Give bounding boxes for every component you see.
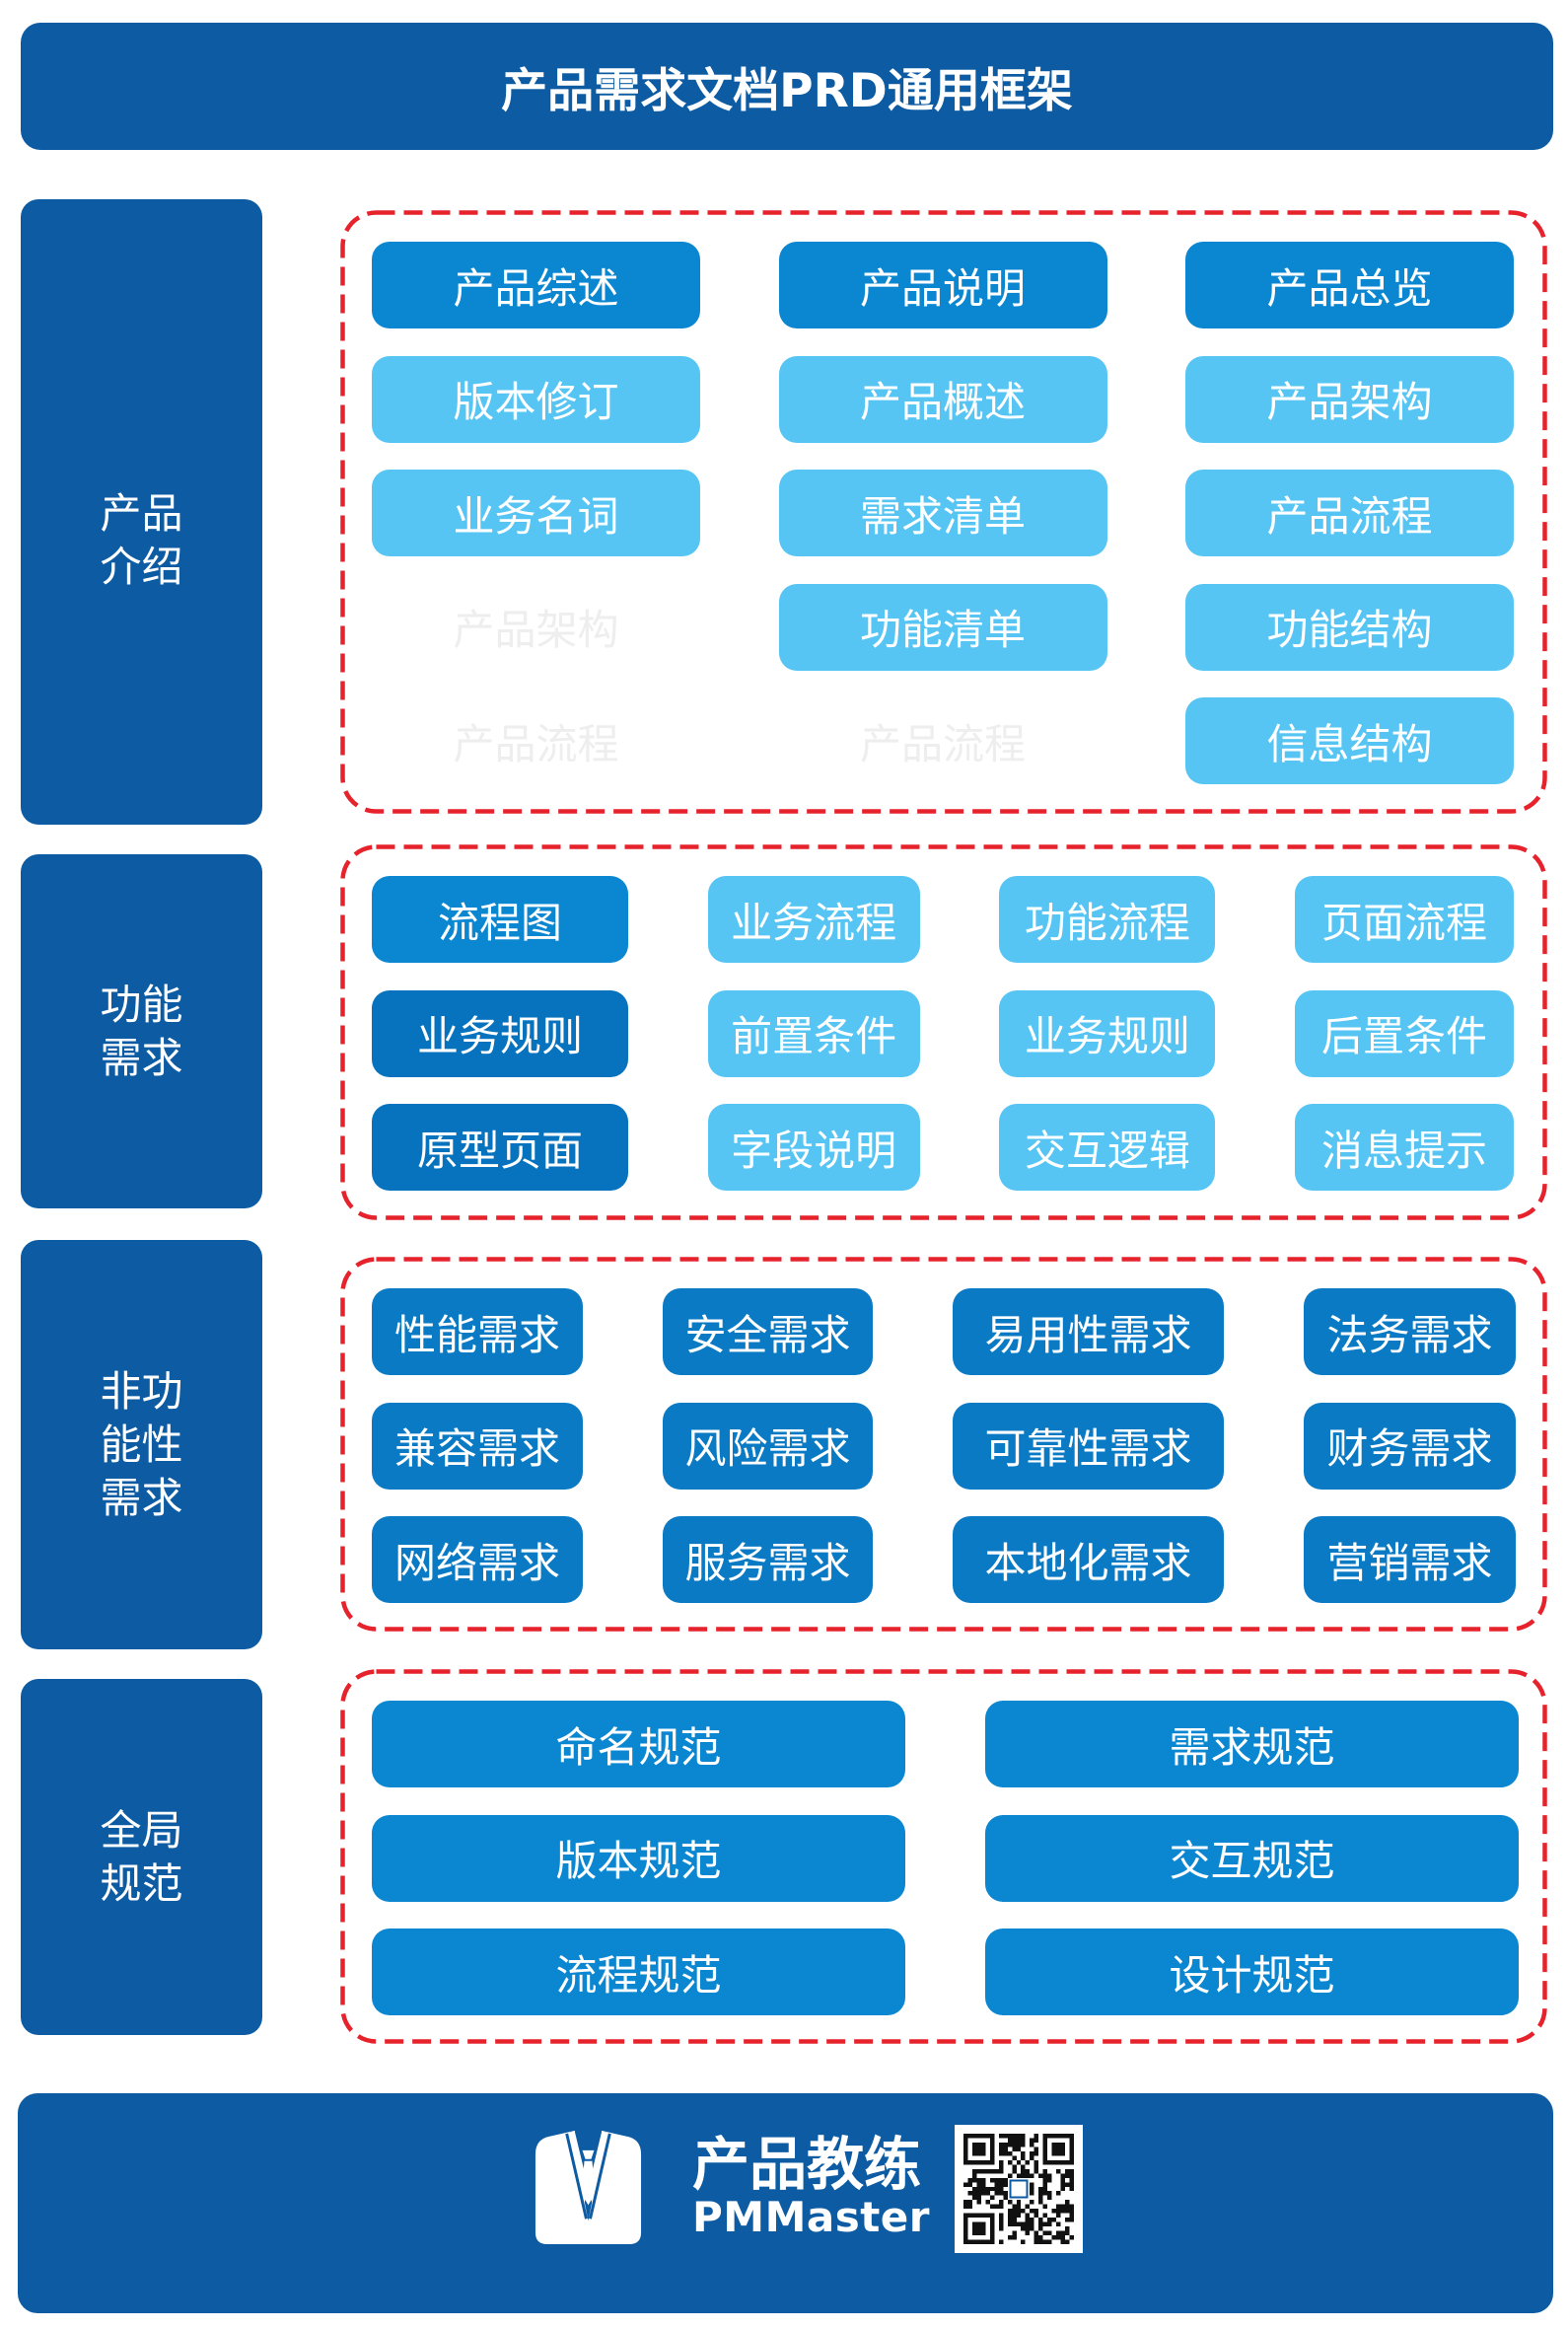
section-label-line: 需求 [100, 1473, 183, 1522]
product-intro-label-box: 产品 介绍 [21, 199, 262, 825]
product-intro-group: 产品综述 产品说明 产品总览 版本修订 产品概述 产品架构 业务名词 需求清单 … [340, 210, 1547, 814]
global-standards-item: 流程规范 [372, 1929, 905, 2015]
global-standards-item: 版本规范 [372, 1814, 905, 1902]
global-standards-item: 设计规范 [985, 1929, 1519, 2015]
functional-requirements-grid: 流程图 业务流程 功能流程 页面流程 业务规则 前置条件 业务规则 后置条件 原… [372, 876, 1515, 1191]
functional-requirements-group: 流程图 业务流程 功能流程 页面流程 业务规则 前置条件 业务规则 后置条件 原… [340, 844, 1547, 1220]
section-label-line: 产品 [100, 489, 183, 538]
non-functional-requirements-item: 服务需求 [663, 1516, 873, 1603]
functional-requirements-item: 流程图 [372, 876, 628, 963]
section-label-line: 需求 [100, 1033, 183, 1082]
non-functional-requirements-item: 财务需求 [1304, 1402, 1516, 1490]
product-intro-item: 产品总览 [1185, 242, 1514, 328]
product-intro-grid: 产品综述 产品说明 产品总览 版本修订 产品概述 产品架构 业务名词 需求清单 … [372, 242, 1514, 784]
product-intro-ghost-item: 产品流程 [859, 719, 1026, 768]
non-functional-requirements-grid: 性能需求 安全需求 易用性需求 法务需求 兼容需求 风险需求 可靠性需求 财务需… [372, 1288, 1516, 1603]
non-functional-requirements-item: 兼容需求 [372, 1402, 583, 1490]
global-standards-grid: 命名规范 需求规范 版本规范 交互规范 流程规范 设计规范 [372, 1701, 1519, 2015]
product-intro-item: 业务名词 [372, 470, 700, 556]
page-title: 产品需求文档PRD通用框架 [501, 64, 1073, 118]
product-intro-item: 信息结构 [1185, 697, 1514, 784]
functional-requirements-item: 消息提示 [1295, 1104, 1515, 1191]
dashed-border [340, 1669, 1547, 2044]
non-functional-requirements-label-box: 非功 能性 需求 [21, 1240, 262, 1649]
footer-banner: 产品教练 PMMaster [18, 2093, 1553, 2313]
qr-code-image [955, 2125, 1083, 2253]
global-standards-item: 需求规范 [985, 1701, 1519, 1787]
title-bar: 产品需求文档PRD通用框架 [21, 23, 1553, 150]
product-intro-item: 功能清单 [778, 583, 1107, 671]
suit-jacket-icon [535, 2130, 642, 2245]
product-intro-item: 产品概述 [778, 355, 1107, 443]
brand-name-en: PMMaster [692, 2193, 930, 2241]
global-standards-item: 命名规范 [372, 1701, 905, 1787]
brand-wordmark: 产品教练 PMMaster [692, 2133, 930, 2239]
section-label-line: 能性 [100, 1419, 183, 1469]
non-functional-requirements-item: 营销需求 [1304, 1516, 1516, 1603]
section-label-line: 非功 [100, 1366, 183, 1416]
non-functional-requirements-item: 可靠性需求 [953, 1402, 1224, 1490]
non-functional-requirements-item: 法务需求 [1304, 1288, 1516, 1375]
functional-requirements-item: 业务规则 [999, 989, 1216, 1077]
non-functional-requirements-group: 性能需求 安全需求 易用性需求 法务需求 兼容需求 风险需求 可靠性需求 财务需… [340, 1257, 1547, 1632]
section-label-line: 功能 [100, 980, 183, 1029]
product-intro-item: 产品架构 [1185, 355, 1514, 443]
functional-requirements-item: 后置条件 [1295, 989, 1515, 1077]
non-functional-requirements-item: 性能需求 [372, 1288, 583, 1375]
global-standards-label-box: 全局 规范 [21, 1679, 262, 2035]
functional-requirements-item: 交互逻辑 [999, 1104, 1216, 1191]
non-functional-requirements-item: 易用性需求 [953, 1288, 1224, 1375]
product-intro-item: 版本修订 [372, 355, 700, 443]
functional-requirements-item: 字段说明 [707, 1104, 920, 1191]
product-intro-ghost-item: 产品架构 [453, 606, 619, 654]
non-functional-requirements-item: 安全需求 [663, 1288, 873, 1375]
product-intro-item: 需求清单 [778, 470, 1107, 556]
non-functional-requirements-item: 网络需求 [372, 1516, 583, 1603]
non-functional-requirements-item: 风险需求 [663, 1402, 873, 1490]
product-intro-ghost-item: 产品流程 [453, 719, 619, 768]
product-intro-item: 产品综述 [372, 242, 700, 328]
dashed-border [340, 1257, 1547, 1632]
dashed-border [340, 210, 1547, 814]
product-intro-item: 产品说明 [778, 242, 1107, 328]
functional-requirements-item: 功能流程 [999, 876, 1216, 963]
section-label-line: 全局 [100, 1805, 183, 1855]
functional-requirements-item: 原型页面 [372, 1104, 628, 1191]
qr-code-icon [955, 2125, 1083, 2253]
section-label-line: 介绍 [100, 543, 183, 591]
functional-requirements-label-box: 功能 需求 [21, 854, 262, 1208]
product-intro-item: 产品流程 [1185, 470, 1514, 556]
functional-requirements-item: 前置条件 [707, 989, 920, 1077]
global-standards-item: 交互规范 [985, 1814, 1519, 1902]
dashed-border [340, 844, 1547, 1220]
functional-requirements-item: 业务流程 [707, 876, 920, 963]
functional-requirements-item: 业务规则 [372, 989, 628, 1077]
global-standards-group: 命名规范 需求规范 版本规范 交互规范 流程规范 设计规范 [340, 1669, 1547, 2044]
non-functional-requirements-item: 本地化需求 [953, 1516, 1224, 1603]
product-intro-item: 功能结构 [1185, 583, 1514, 671]
functional-requirements-item: 页面流程 [1295, 876, 1515, 963]
brand-name-cn: 产品教练 [692, 2131, 922, 2198]
section-label-line: 规范 [100, 1858, 183, 1908]
